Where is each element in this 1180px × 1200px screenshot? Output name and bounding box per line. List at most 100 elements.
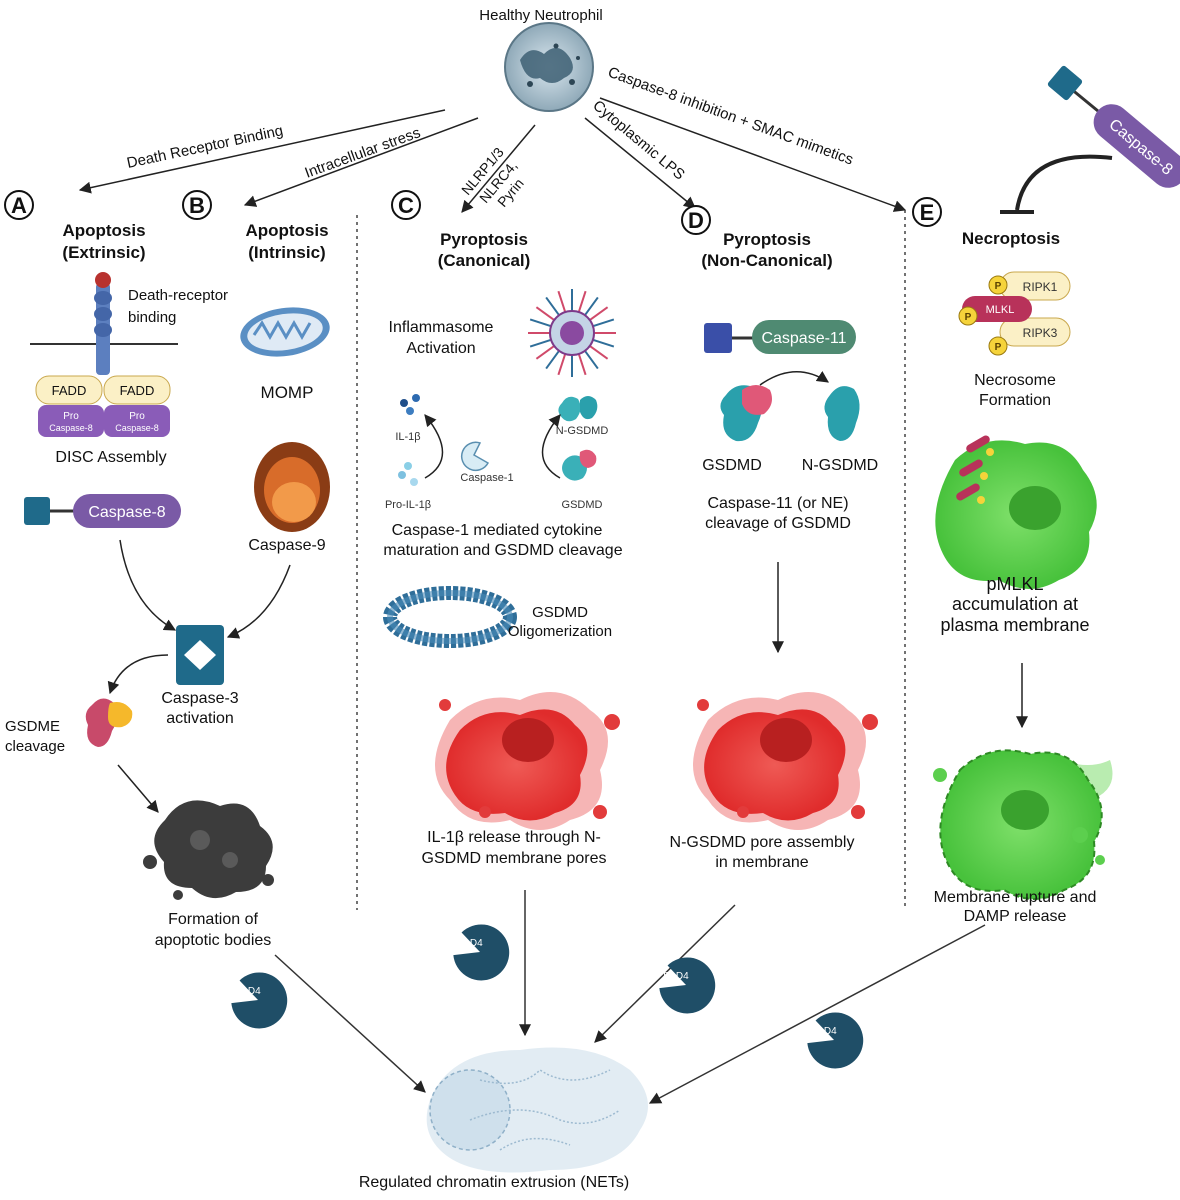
arrow-gsdmd-ngsdmd (541, 414, 561, 479)
release-label2: GSDMD membrane pores (422, 850, 607, 867)
panel-d-title1: Pyroptosis (723, 230, 811, 249)
caspase8-inhibitor-icon: Caspase-8 (1000, 65, 1180, 214)
inflammasome-label1: Inflammasome (389, 319, 494, 336)
mitochondrion-icon (240, 307, 330, 357)
panel-e-badge (912, 197, 942, 227)
panel-c-badge (391, 190, 421, 220)
mlkl-label: MLKL (986, 304, 1015, 316)
pro-right: Pro (129, 411, 145, 422)
caspase9-label: Caspase-9 (248, 537, 325, 554)
release-label1: IL-1β release through N- (427, 829, 601, 846)
dr-label2: binding (128, 309, 176, 326)
arrow-e-nets (648, 924, 986, 1104)
panel-d-title2: (Non-Canonical) (701, 251, 832, 270)
panel-a-letter: A (11, 193, 27, 218)
ngsdmd-icon-c (558, 396, 598, 422)
cleavage-label2: cleavage of GSDMD (705, 515, 851, 532)
outcome-label: Regulated chromatin extrusion (NETs) (359, 1174, 629, 1191)
procasp-right: Caspase-8 (115, 423, 159, 433)
p-label-3: P (995, 342, 1002, 353)
panel-a-badge (4, 190, 34, 220)
panel-b-title1: Apoptosis (245, 221, 328, 240)
arrow-to-d (584, 117, 696, 209)
il1b-label: IL-1β (395, 431, 420, 443)
caspase1-label: Caspase-1 (460, 472, 513, 484)
nets-icon (426, 1047, 648, 1173)
fadd-right: FADD (120, 383, 155, 398)
arrow-gsdme-bodies (117, 764, 159, 813)
panel-a-title1: Apoptosis (62, 221, 145, 240)
dr-label1: Death-receptor (128, 287, 228, 304)
panel-e-letter: E (920, 200, 935, 225)
procasp-left: Caspase-8 (49, 423, 93, 433)
caspase11-label: Caspase-11 (761, 330, 846, 347)
bodies-label2: apoptotic bodies (155, 932, 272, 949)
pore-label2: in membrane (715, 854, 808, 871)
pad4-label-c: PAD4 (457, 938, 483, 949)
panel-d-badge (681, 205, 711, 235)
panel-c-title1: Pyroptosis (440, 230, 528, 249)
pyroptotic-cell-icon-c (435, 692, 620, 830)
arrow-to-c (461, 124, 536, 213)
arrow-to-a (78, 109, 446, 194)
gsdmd-label-d: GSDMD (702, 457, 762, 474)
gsdme-icon (85, 698, 133, 747)
healthy-neutrophil-icon (504, 22, 594, 112)
pore-label1: N-GSDMD pore assembly (670, 834, 855, 851)
caspase3-label2: activation (166, 710, 234, 727)
gsdmd-icon-d (720, 385, 772, 442)
il1b-dots-icon (400, 394, 420, 415)
caspase8-label: Caspase-8 (88, 504, 165, 521)
ripk3-label: RIPK3 (1023, 326, 1058, 340)
pad4-icon-a: PAD4 (231, 972, 288, 1029)
route-death-receptor: Death Receptor Binding (125, 122, 284, 172)
fadd-left: FADD (52, 383, 87, 398)
arrow-gsdmd-ngsdmd-d (759, 370, 829, 386)
necrosome-label1: Necrosome (974, 372, 1056, 389)
panel-b-letter: B (189, 193, 205, 218)
oligomer-label1: GSDMD (532, 604, 588, 621)
pro-left: Pro (63, 411, 79, 422)
panel-e-title: Necroptosis (962, 229, 1060, 248)
necrosome-label2: Formation (979, 392, 1051, 409)
disc-complex (35, 375, 171, 437)
panel-b-title2: (Intrinsic) (248, 243, 325, 262)
caspase11-icon (704, 320, 856, 354)
panel-a-title2: (Extrinsic) (62, 243, 145, 262)
p-label-2: P (965, 312, 972, 323)
caspase3-label1: Caspase-3 (161, 690, 238, 707)
arrow-casp8-casp3 (119, 539, 177, 631)
arrow-a-nets (274, 954, 426, 1093)
arrow-d-nets (594, 904, 736, 1043)
panel-c-title2: (Canonical) (438, 251, 531, 270)
inflammasome-label2: Activation (406, 340, 475, 357)
ruptured-cell-icon (933, 749, 1113, 900)
ngsdmd-label-c: N-GSDMD (556, 425, 609, 437)
pmlkl-label3: plasma membrane (940, 615, 1089, 635)
panel-d-letter: D (688, 208, 704, 233)
pad4-icon-e: PAD4 (807, 1012, 864, 1069)
pad4-icon-d: PAD4 (659, 957, 716, 1014)
pad4-label-e: PAD4 (811, 1026, 837, 1037)
gsdme-label1: GSDME (5, 718, 60, 735)
inflammasome-icon (528, 289, 616, 377)
arrow-to-b (243, 117, 479, 207)
pad4-label-a: PAD4 (235, 986, 261, 997)
oligomer-label2: Oligomerization (508, 623, 612, 640)
gsdmd-oligomer-icon (383, 586, 517, 648)
maturation-label2: maturation and GSDMD cleavage (383, 542, 622, 559)
route-lps: Cytoplasmic LPS (589, 97, 687, 183)
panel-c-letter: C (398, 193, 414, 218)
arrow-casp9-casp3 (226, 564, 291, 639)
panel-b-badge (182, 190, 212, 220)
pmlkl-label2: accumulation at (952, 594, 1078, 614)
pmlkl-cell-icon (935, 435, 1097, 589)
pad4-label-d: PAD4 (663, 971, 689, 982)
caspase9-icon (254, 442, 330, 532)
caspase3-icon (176, 625, 224, 685)
gsdmd-label-c: GSDMD (562, 499, 603, 511)
caspase1-icon (460, 441, 490, 472)
rupture-label1: Membrane rupture and (934, 889, 1097, 906)
arrow-proil1b-il1b (424, 414, 444, 479)
